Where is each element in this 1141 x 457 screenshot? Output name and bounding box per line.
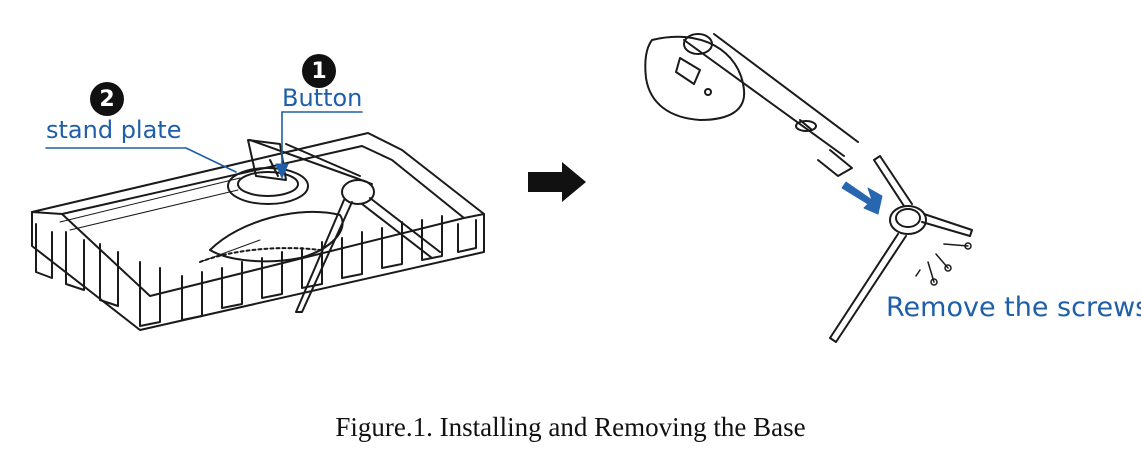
step-1-badge: 1 [302,54,336,88]
right-arrow-icon [528,162,586,202]
step-1-number: 1 [311,58,327,84]
stand-neck-illustration [644,33,859,177]
button-label: Button [282,84,363,112]
monitor-illustration [31,132,485,331]
screw-icon [915,242,972,286]
stand-plate-label: stand plate [46,116,182,144]
tripod-base-illustration [829,155,973,343]
remove-screws-label: Remove the screws [886,292,1141,323]
step-2-number: 2 [99,86,115,112]
figure-caption: Figure.1. Installing and Removing the Ba… [335,412,806,442]
step-2-badge: 2 [90,82,124,116]
